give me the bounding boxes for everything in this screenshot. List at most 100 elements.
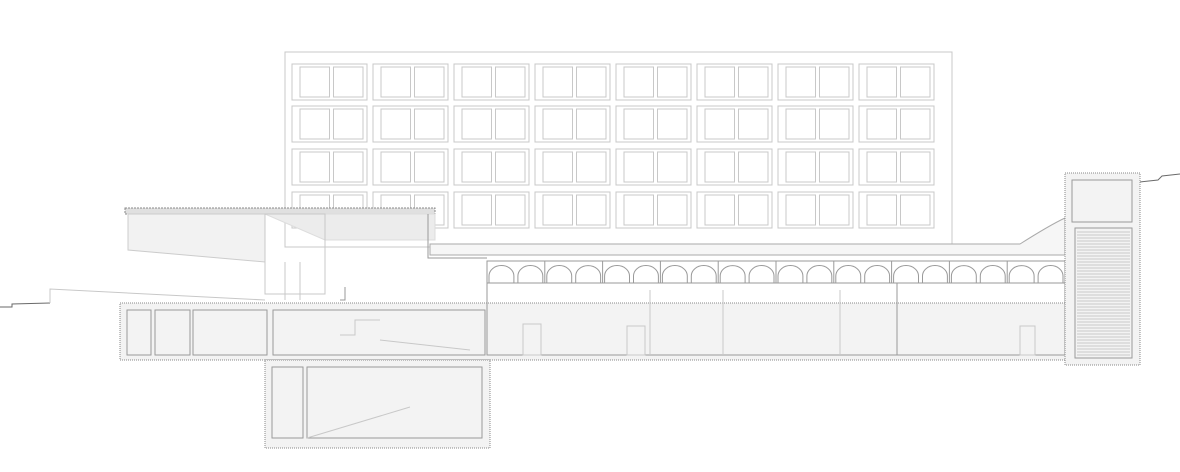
window-pane bbox=[299, 66, 330, 98]
window-pane bbox=[819, 66, 850, 98]
window-pane bbox=[900, 194, 931, 226]
window-pane bbox=[461, 194, 492, 226]
window-pane bbox=[414, 108, 445, 140]
window-pane bbox=[657, 151, 688, 183]
window-frame bbox=[372, 105, 449, 143]
window-frame bbox=[858, 148, 935, 186]
window-pane bbox=[657, 194, 688, 226]
window-pane bbox=[704, 108, 735, 140]
facade-windows bbox=[291, 63, 935, 229]
window-pane bbox=[866, 66, 897, 98]
vault-arch bbox=[1037, 265, 1064, 283]
window-pane bbox=[299, 151, 330, 183]
vault-arch bbox=[864, 265, 891, 283]
window-pane bbox=[738, 66, 769, 98]
window-pane bbox=[542, 194, 573, 226]
vault-arch bbox=[661, 265, 688, 283]
vault-arch bbox=[488, 265, 515, 283]
window-pane bbox=[738, 151, 769, 183]
window-pane bbox=[819, 108, 850, 140]
window-frame bbox=[534, 63, 611, 101]
window-frame bbox=[777, 148, 854, 186]
window-frame bbox=[291, 105, 368, 143]
window-pane bbox=[576, 108, 607, 140]
stair-treads bbox=[1077, 231, 1130, 356]
window-frame bbox=[696, 148, 773, 186]
window-frame bbox=[858, 191, 935, 229]
window-frame bbox=[696, 63, 773, 101]
window-frame bbox=[534, 191, 611, 229]
window-frame bbox=[777, 105, 854, 143]
ground-line bbox=[0, 173, 1180, 308]
window-pane bbox=[576, 194, 607, 226]
vault-arch bbox=[546, 265, 573, 283]
window-frame bbox=[615, 63, 692, 101]
window-pane bbox=[657, 108, 688, 140]
window-pane bbox=[900, 151, 931, 183]
window-frame bbox=[372, 148, 449, 186]
window-frame bbox=[534, 105, 611, 143]
window-frame bbox=[696, 105, 773, 143]
window-pane bbox=[461, 108, 492, 140]
vault-arch bbox=[719, 265, 746, 283]
vault-arch bbox=[575, 265, 602, 283]
vault-arch bbox=[517, 265, 544, 283]
window-pane bbox=[785, 151, 816, 183]
window-pane bbox=[380, 66, 411, 98]
window-pane bbox=[866, 108, 897, 140]
window-pane bbox=[495, 151, 526, 183]
window-pane bbox=[542, 151, 573, 183]
window-pane bbox=[542, 66, 573, 98]
window-pane bbox=[333, 151, 364, 183]
left-pavilion bbox=[124, 207, 487, 301]
lower-basement-level bbox=[264, 359, 491, 449]
window-pane bbox=[623, 66, 654, 98]
window-pane bbox=[657, 66, 688, 98]
vault-arch bbox=[777, 265, 804, 283]
window-frame bbox=[291, 148, 368, 186]
window-pane bbox=[623, 108, 654, 140]
window-pane bbox=[738, 194, 769, 226]
vault-arch bbox=[748, 265, 775, 283]
window-frame bbox=[615, 191, 692, 229]
window-pane bbox=[900, 66, 931, 98]
window-pane bbox=[495, 194, 526, 226]
window-frame bbox=[453, 105, 530, 143]
vault-arch bbox=[922, 265, 948, 283]
window-pane bbox=[495, 108, 526, 140]
vault-arch bbox=[1008, 265, 1035, 283]
window-frame bbox=[534, 148, 611, 186]
vault-arch bbox=[835, 265, 862, 283]
window-pane bbox=[866, 151, 897, 183]
window-frame bbox=[453, 148, 530, 186]
window-pane bbox=[414, 151, 445, 183]
vault-arch bbox=[690, 265, 717, 283]
window-pane bbox=[623, 194, 654, 226]
window-pane bbox=[900, 108, 931, 140]
window-frame bbox=[291, 63, 368, 101]
window-frame bbox=[453, 191, 530, 229]
vault-arch bbox=[806, 265, 833, 283]
right-stair-tower bbox=[1064, 172, 1141, 366]
window-pane bbox=[738, 108, 769, 140]
vault-arch bbox=[893, 265, 919, 283]
window-frame bbox=[777, 191, 854, 229]
window-pane bbox=[819, 151, 850, 183]
window-pane bbox=[576, 66, 607, 98]
window-pane bbox=[380, 108, 411, 140]
window-frame bbox=[777, 63, 854, 101]
window-pane bbox=[461, 151, 492, 183]
main-gallery-level bbox=[119, 282, 1071, 361]
window-pane bbox=[380, 151, 411, 183]
vaulted-ceiling-arches bbox=[486, 260, 1066, 284]
window-pane bbox=[542, 108, 573, 140]
vault-arch bbox=[979, 265, 1006, 283]
window-frame bbox=[453, 63, 530, 101]
window-pane bbox=[704, 194, 735, 226]
window-frame bbox=[372, 63, 449, 101]
window-pane bbox=[414, 66, 445, 98]
window-frame bbox=[696, 191, 773, 229]
window-pane bbox=[704, 66, 735, 98]
window-pane bbox=[623, 151, 654, 183]
